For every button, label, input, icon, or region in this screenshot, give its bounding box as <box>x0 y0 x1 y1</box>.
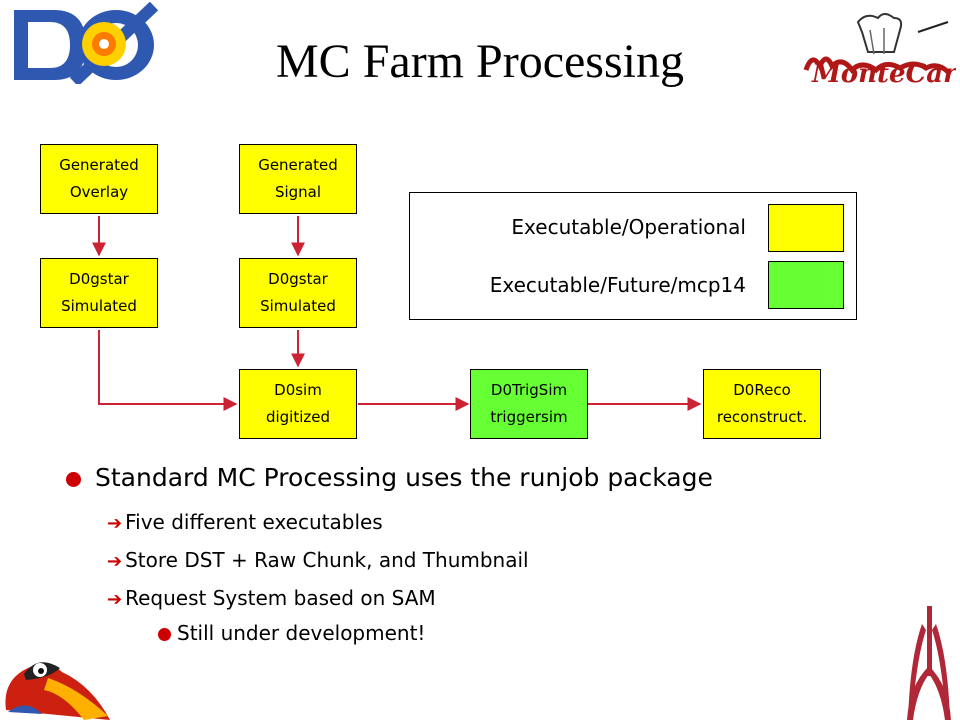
monte-carlo-logo: MonteCarlo <box>803 13 956 89</box>
node-generated-signal: Generated Signal <box>239 144 357 214</box>
bullet-dot-icon <box>158 628 171 641</box>
node-d0gstar-overlay: D0gstar Simulated <box>40 258 158 328</box>
toucan-mascot-icon <box>5 662 110 720</box>
legend-label-future: Executable/Future/mcp14 <box>489 273 746 297</box>
legend-swatch-operational <box>768 204 844 252</box>
sub-bullet: ➔Store DST + Raw Chunk, and Thumbnail <box>107 548 529 572</box>
node-d0gstar-signal: D0gstar Simulated <box>239 258 357 328</box>
bullet-dot-icon <box>66 471 81 487</box>
subsub-bullet: Still under development! <box>158 621 425 645</box>
d0-logo <box>4 2 162 84</box>
node-d0trigsim: D0TrigSim triggersim <box>470 369 588 439</box>
arrow-bullet-icon: ➔ <box>107 551 123 572</box>
sub-bullet: ➔Five different executables <box>107 510 383 534</box>
node-d0reco: D0Reco reconstruct. <box>703 369 821 439</box>
node-generated-overlay: Generated Overlay <box>40 144 158 214</box>
legend-swatch-future <box>768 261 844 309</box>
bullet-main: Standard MC Processing uses the runjob p… <box>66 463 713 492</box>
legend: Executable/Operational Executable/Future… <box>409 192 857 320</box>
arrow-bullet-icon: ➔ <box>107 589 123 610</box>
institution-logo <box>907 606 951 720</box>
page-title: MC Farm Processing <box>276 35 684 88</box>
node-d0sim: D0sim digitized <box>239 369 357 439</box>
arrow-bullet-icon: ➔ <box>107 513 123 534</box>
sub-bullet: ➔Request System based on SAM <box>107 586 436 610</box>
legend-label-operational: Executable/Operational <box>511 215 746 239</box>
svg-text:MonteCarlo: MonteCarlo <box>811 59 956 89</box>
